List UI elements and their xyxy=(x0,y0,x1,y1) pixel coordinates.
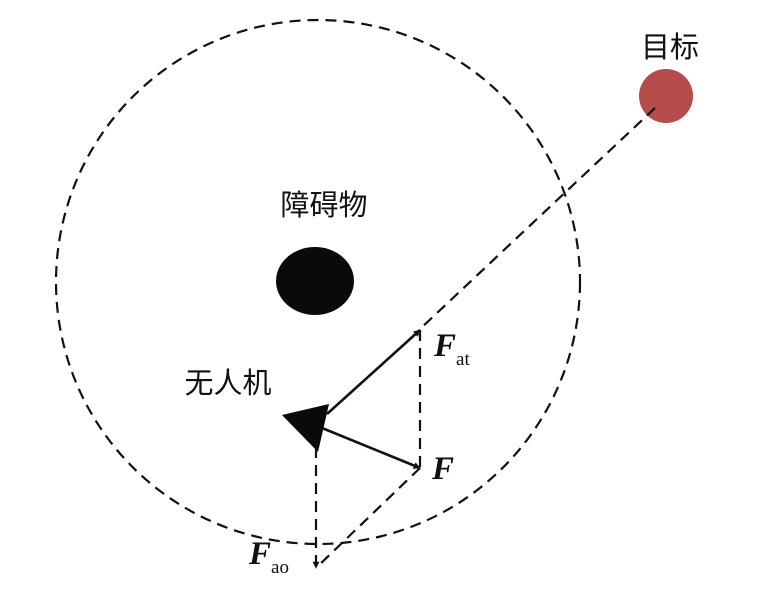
resultant-force-symbol: F xyxy=(431,451,454,487)
repulsive-force-subscript: ao xyxy=(271,557,289,578)
uav-label: 无人机 xyxy=(184,366,271,400)
target-label: 目标 xyxy=(641,30,699,64)
repulsive-force-label: Fao xyxy=(248,536,289,578)
attractive-force-symbol: F xyxy=(433,328,456,364)
influence-range-circle xyxy=(54,18,582,546)
resultant-force-arrow xyxy=(321,426,421,470)
resultant-force-label: F xyxy=(431,451,454,487)
construction-line-diagonal xyxy=(315,467,421,569)
attractive-force-subscript: at xyxy=(456,349,470,370)
target-direction-line xyxy=(419,107,656,330)
repulsive-force-symbol: F xyxy=(248,536,271,572)
obstacle-marker xyxy=(276,247,354,315)
attractive-force-arrow xyxy=(326,329,421,415)
attractive-force-label: Fat xyxy=(433,328,470,370)
obstacle-label: 障碍物 xyxy=(280,188,367,222)
uav-icon xyxy=(282,404,329,452)
